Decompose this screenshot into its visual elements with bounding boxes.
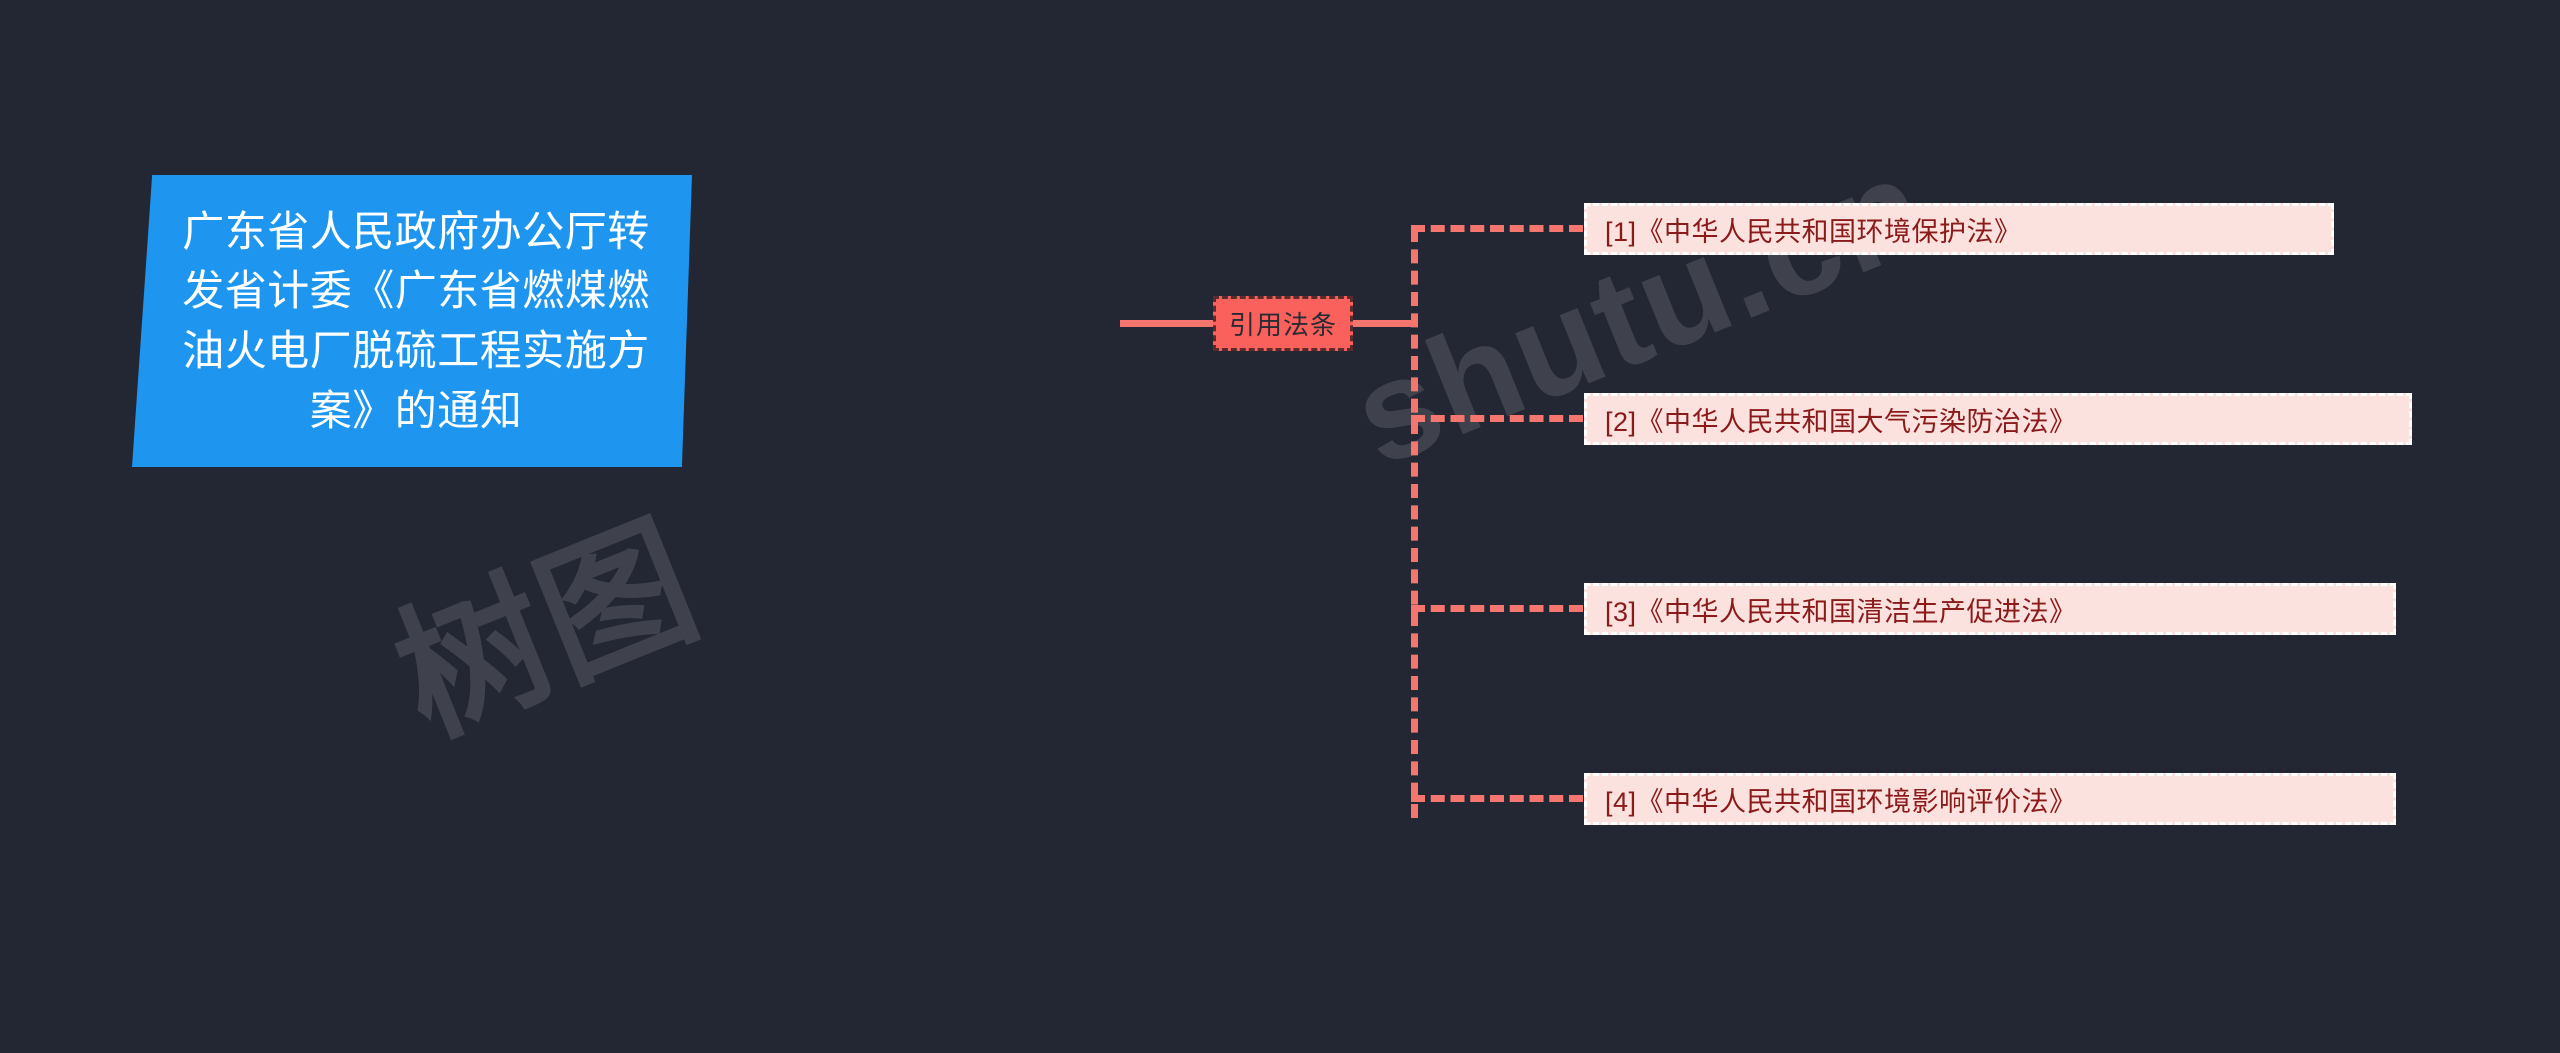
leaf-node-label: [1]《中华人民共和国环境保护法》	[1605, 216, 2022, 247]
leaf-node-3[interactable]: [3]《中华人民共和国清洁生产促进法》	[1584, 583, 2396, 635]
connector-branch-leaf-2	[1411, 415, 1583, 422]
watermark-text-left: 树图	[374, 495, 720, 765]
root-node[interactable]: 广东省人民政府办公厅转发省计委《广东省燃煤燃油火电厂脱硫工程实施方案》的通知	[132, 175, 692, 467]
leaf-node-label: [2]《中华人民共和国大气污染防治法》	[1605, 406, 2077, 437]
root-node-label: 广东省人民政府办公厅转发省计委《广东省燃煤燃油火电厂脱硫工程实施方案》的通知	[182, 207, 650, 434]
connector-branch-leaf-1	[1411, 225, 1583, 232]
leaf-node-1[interactable]: [1]《中华人民共和国环境保护法》	[1584, 203, 2334, 255]
connector-branch-leaf-3	[1411, 605, 1583, 612]
branch-node-cited-laws[interactable]: 引用法条	[1213, 296, 1353, 351]
leaf-node-2[interactable]: [2]《中华人民共和国大气污染防治法》	[1584, 393, 2412, 445]
connector-trunk-vertical	[1411, 228, 1418, 818]
leaf-node-label: [4]《中华人民共和国环境影响评价法》	[1605, 786, 2077, 817]
branch-node-label: 引用法条	[1228, 310, 1337, 340]
leaf-node-4[interactable]: [4]《中华人民共和国环境影响评价法》	[1584, 773, 2396, 825]
connector-branch-to-trunk	[1351, 320, 1413, 327]
connector-branch-leaf-4	[1411, 795, 1583, 802]
leaf-node-label: [3]《中华人民共和国清洁生产促进法》	[1605, 596, 2077, 627]
connector-root-to-branch	[1120, 320, 1215, 327]
